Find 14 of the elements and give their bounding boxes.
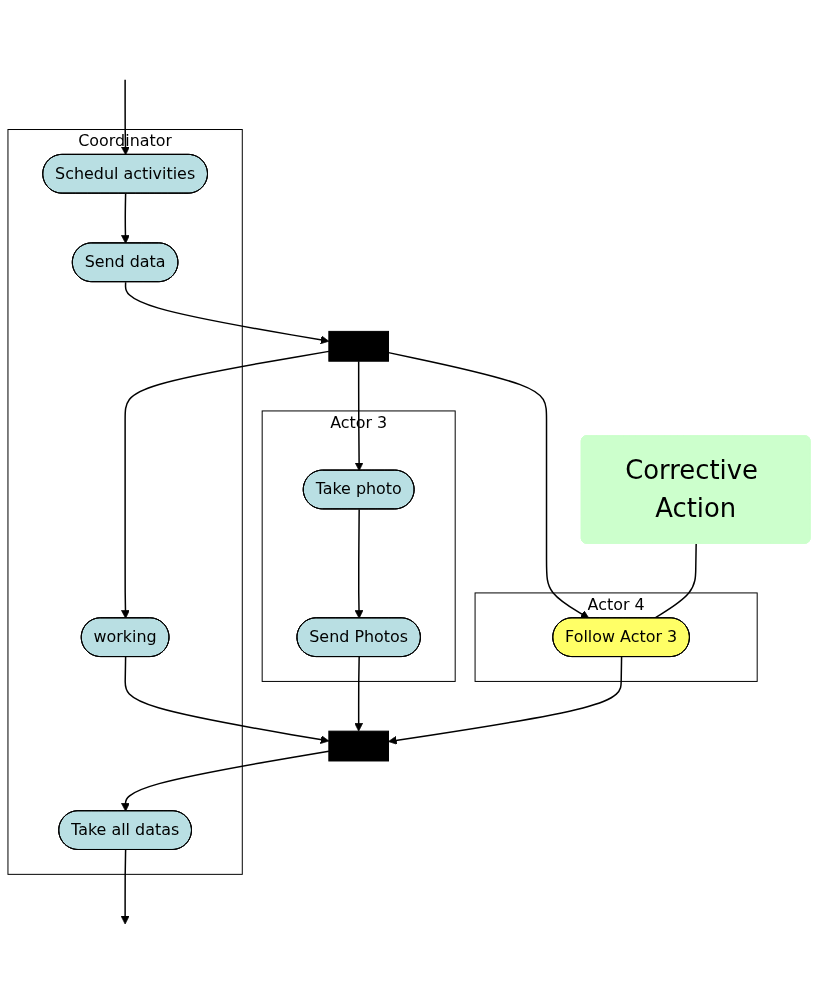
- arrow: [121, 192, 130, 244]
- node-bar: [328, 730, 389, 762]
- arrow: [124, 655, 330, 744]
- arrow: [120, 848, 130, 925]
- arrow: [354, 360, 364, 471]
- arrow: [354, 655, 364, 732]
- arrow: [387, 351, 590, 619]
- arrow: [121, 749, 330, 812]
- arrow: [121, 78, 130, 155]
- arrow: [354, 508, 364, 619]
- arrow: [124, 280, 330, 344]
- node-bar: [328, 330, 389, 362]
- arrow: [121, 350, 330, 619]
- arrow: [388, 655, 623, 745]
